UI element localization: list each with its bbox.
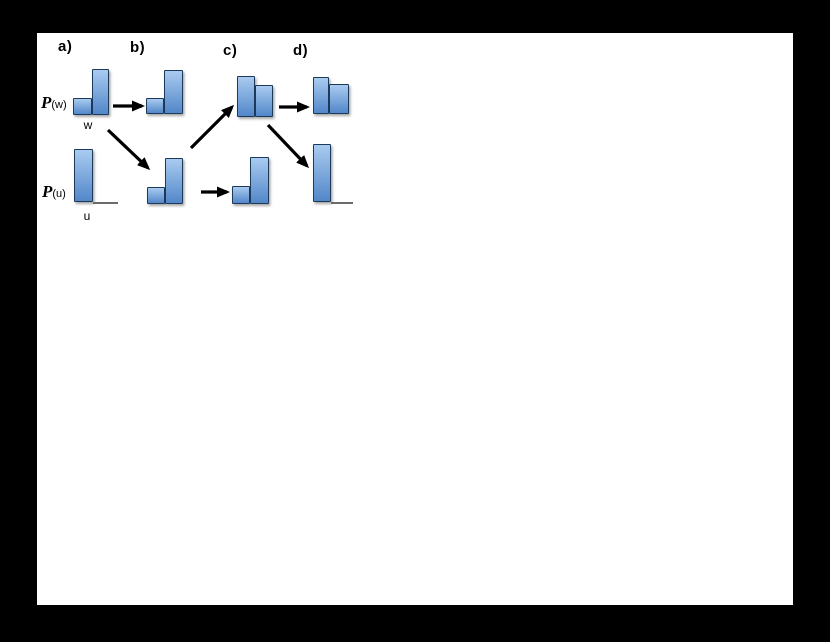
script-p-glyph: P: [42, 182, 53, 201]
histogram-bar-b-bottom-1: [165, 158, 183, 204]
histogram-bar-c-top-1: [255, 85, 273, 117]
axis-label-u: u: [83, 209, 91, 223]
column-label-d: d): [293, 42, 309, 59]
baseline-d-bottom: [331, 202, 353, 204]
histogram-bar-a-bottom-0: [74, 149, 93, 202]
dist-label-pu: P(u): [42, 182, 66, 202]
histogram-bar-b-top-1: [164, 70, 183, 114]
histogram-bar-c-bottom-0: [232, 186, 250, 204]
arrows-layer: [106, 100, 310, 198]
dist-label-pw: P(w): [41, 93, 67, 113]
dist-label-arg: (u): [52, 188, 66, 200]
baseline-a-bottom: [93, 202, 118, 204]
histogram-bar-d-top-0: [313, 77, 329, 114]
column-label-c: c): [223, 42, 238, 59]
dist-label-arg: (w): [51, 99, 67, 111]
column-label-b: b): [130, 39, 146, 56]
histogram-bar-b-bottom-0: [147, 187, 165, 204]
histogram-bar-a-top-1: [92, 69, 109, 115]
arrow-b-bottom-to-c-top: [189, 104, 235, 150]
histogram-bar-a-top-0: [73, 98, 92, 115]
arrow-a-top-to-b-bottom: [106, 128, 151, 171]
histogram-bar-d-top-1: [329, 84, 349, 114]
histogram-bar-b-top-0: [146, 98, 164, 114]
histogram-bar-c-top-0: [237, 76, 255, 117]
script-p-glyph: P: [41, 93, 52, 112]
histogram-bar-d-bottom-0: [313, 144, 331, 202]
histogram-bar-c-bottom-1: [250, 157, 269, 204]
arrow-c-top-to-d-bottom: [266, 123, 310, 169]
column-label-a: a): [58, 38, 73, 55]
axis-label-w: w: [83, 118, 93, 132]
